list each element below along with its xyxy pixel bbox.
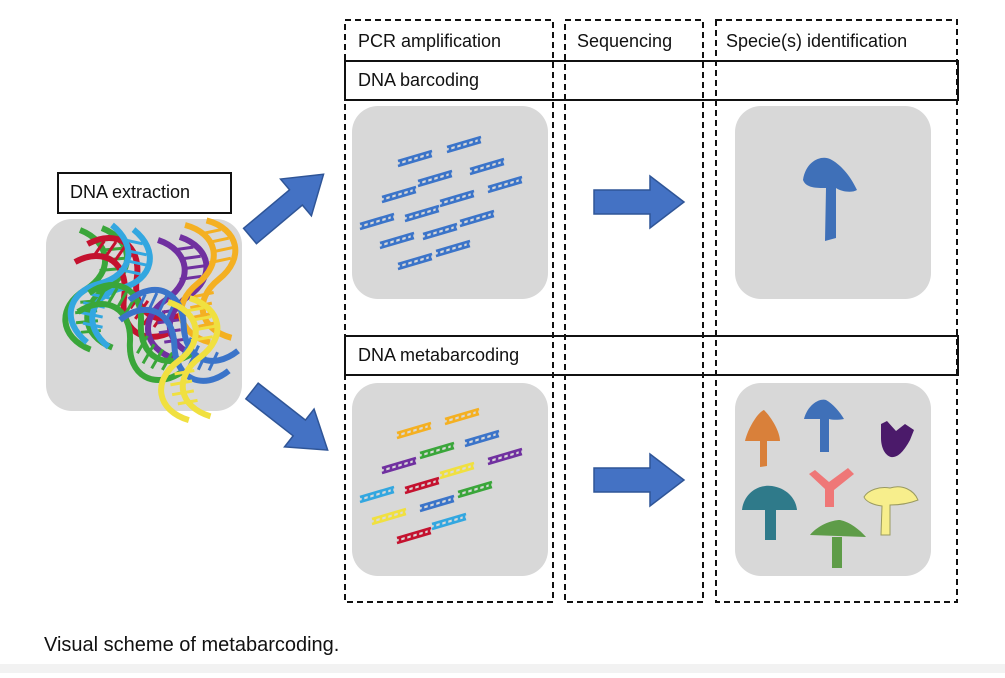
mushroom-icon-green	[810, 520, 866, 568]
barcoding-row-bar	[344, 60, 959, 101]
arrow-to-barcoding	[242, 173, 325, 245]
dna-extraction-label: DNA extraction	[70, 182, 191, 202]
sequencing-arrow-metabarcoding	[593, 452, 686, 508]
mushroom-icon-single	[803, 157, 857, 241]
mushroom-icon-teal	[742, 485, 797, 540]
mushroom-icon-yellow	[863, 486, 919, 536]
mushroom-icon-pink	[809, 468, 854, 507]
metabarcoding-amplicon-panel	[352, 383, 548, 576]
identification-column-frame	[715, 19, 958, 603]
species-identification-header: Specie(s) identification	[726, 31, 908, 51]
metabarcoding-row-bar	[344, 335, 959, 376]
footer-strip	[0, 664, 1005, 673]
mushroom-icon-orange	[745, 410, 780, 467]
figure-caption: Visual scheme of metabarcoding.	[44, 634, 340, 656]
pcr-amplification-header: PCR amplification	[358, 31, 502, 51]
sequencing-arrow-barcoding	[593, 174, 686, 230]
dna-extraction-box	[57, 172, 232, 214]
mushroom-icons-mixed	[742, 399, 919, 568]
sequencing-header: Sequencing	[577, 31, 673, 51]
dna-barcoding-label: DNA barcoding	[358, 70, 480, 90]
arrow-to-metabarcoding	[244, 382, 329, 451]
mushroom-icon-blue	[804, 399, 844, 452]
mushroom-icon-purple	[881, 421, 914, 458]
sequencing-column-frame	[564, 19, 704, 603]
dna-metabarcoding-label: DNA metabarcoding	[358, 345, 520, 365]
pcr-column-frame	[344, 19, 554, 603]
